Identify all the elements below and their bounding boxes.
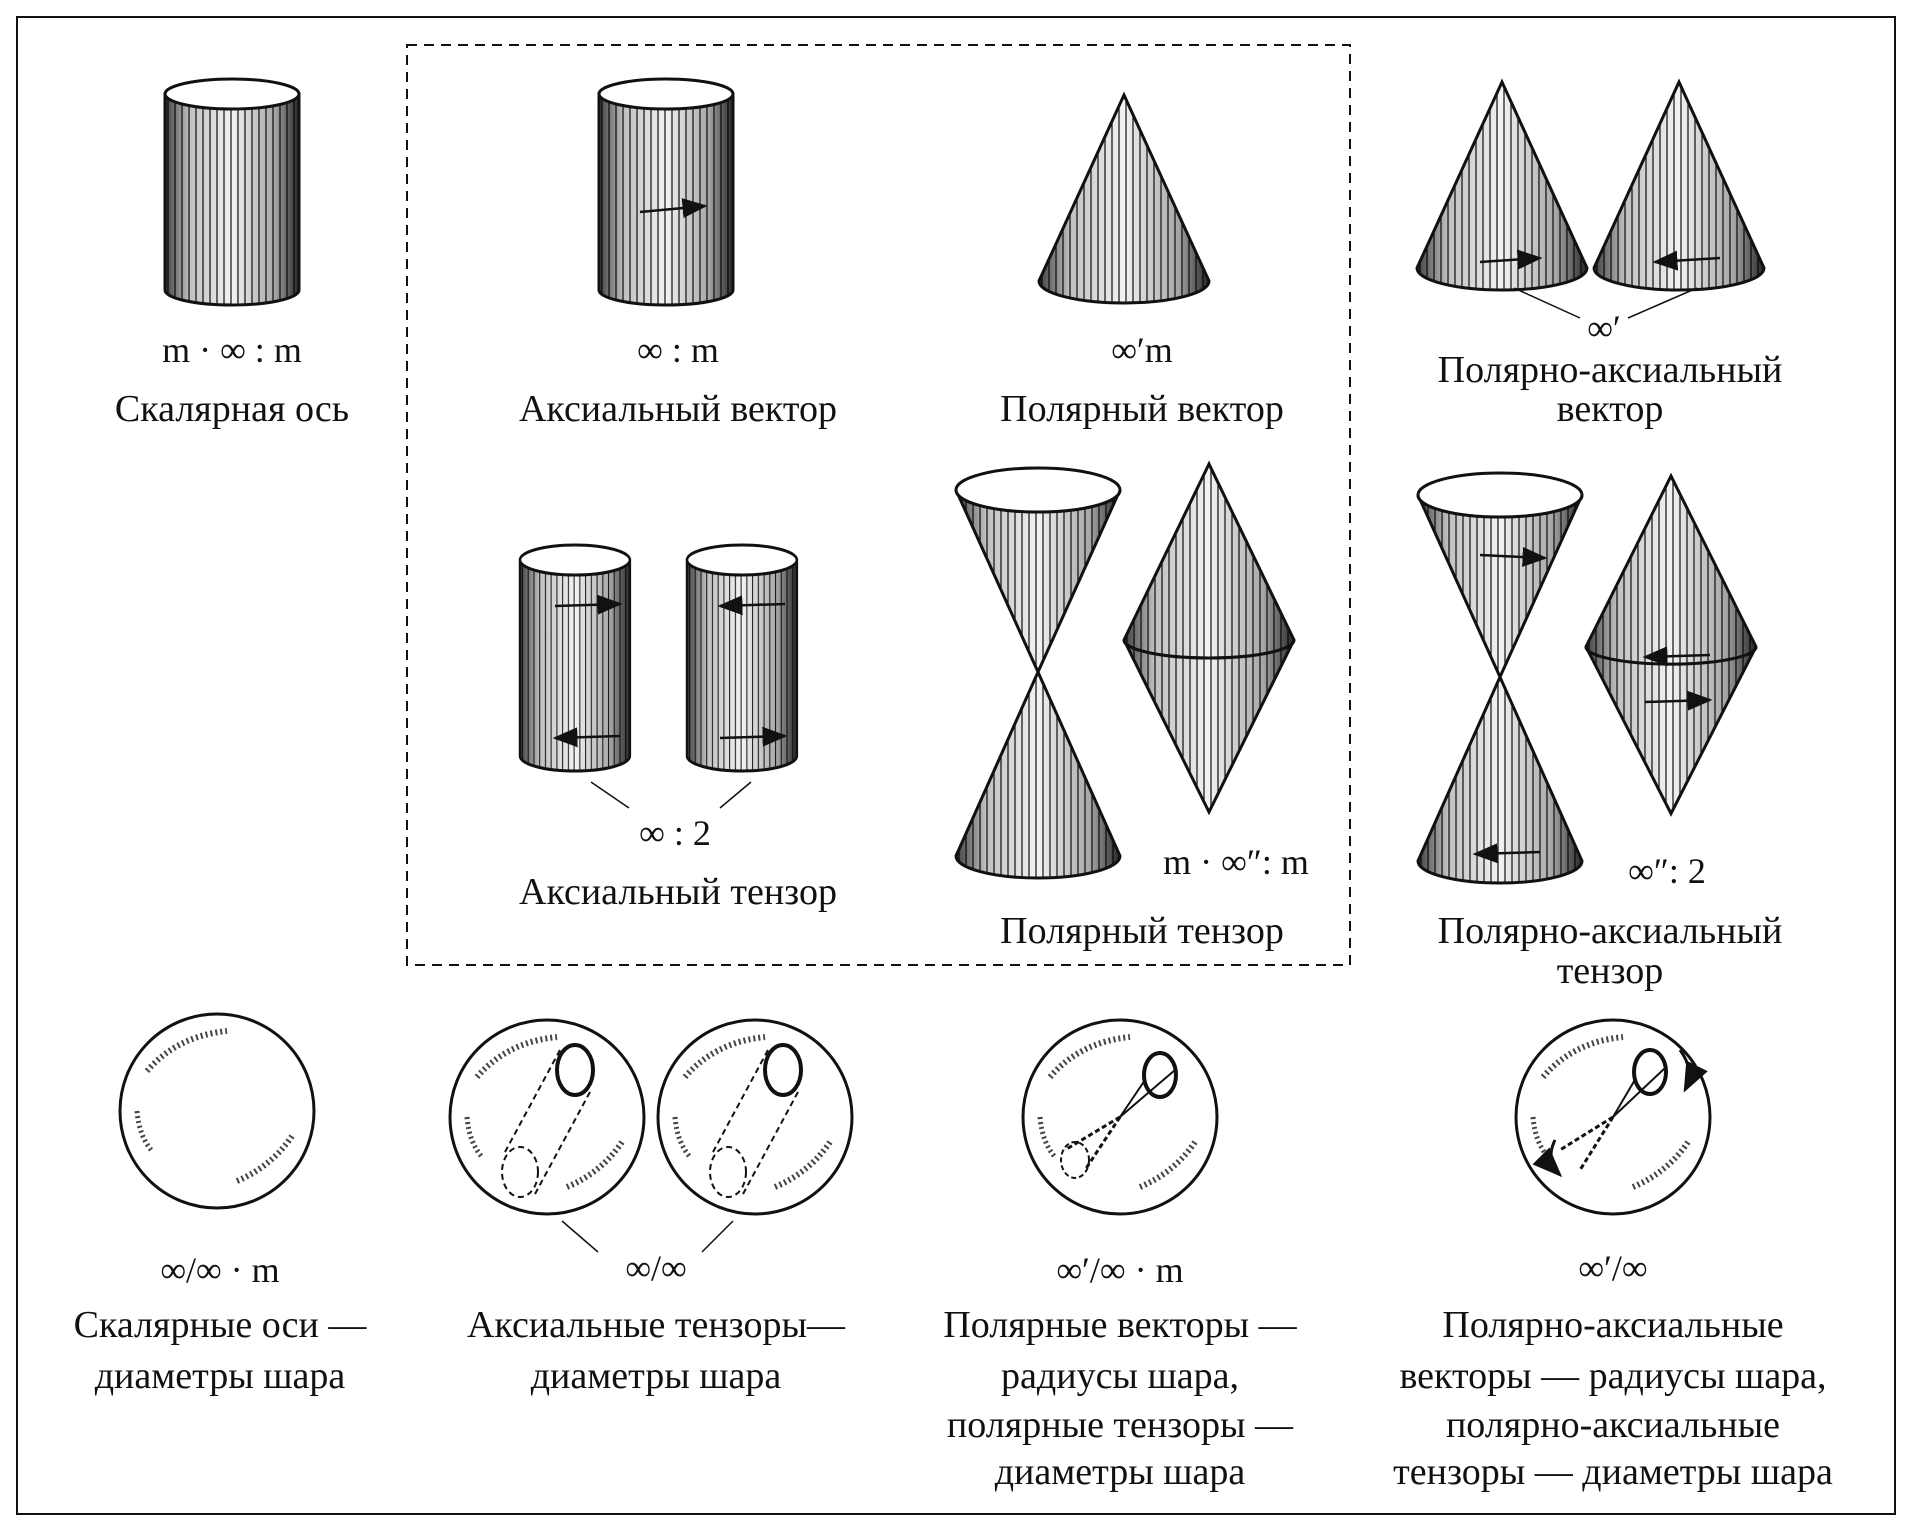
scalar-axis-label: Скалярная ось (115, 388, 349, 430)
axial-tensors-sphere-label-1: Аксиальные тензоры— (467, 1304, 846, 1346)
rotation-arrow-icon (639, 198, 708, 219)
axial-vector-figure: ∞ : m Аксиальный вектор (519, 77, 837, 430)
axial-tensors-sphere-label-2: диаметры шара (531, 1355, 782, 1397)
polar-axial-sphere-label-2: векторы — радиусы шара, (1399, 1355, 1826, 1397)
dashed-group-box (406, 44, 1351, 966)
axial-tensor-figure: ∞ : 2 Аксиальный тензор (518, 543, 837, 913)
polar-axial-tensor-label-1: Полярно-аксиальный (1438, 910, 1783, 952)
polar-tensor-label: Полярный тензор (1000, 910, 1284, 952)
polar-axial-vector-label-2: вектор (1557, 388, 1664, 430)
outer-frame (16, 16, 1896, 1515)
scalar-axes-sphere-label-2: диаметры шара (95, 1355, 346, 1397)
polar-vectors-sphere-figure: ∞′/∞ · m Полярные векторы — радиусы шара… (943, 1020, 1298, 1493)
polar-axial-vector-symbol: ∞′ (1587, 308, 1621, 348)
polar-vector-label: Полярный вектор (1000, 388, 1284, 430)
polar-vectors-sphere-label-3: полярные тензоры — (947, 1404, 1294, 1446)
axial-tensors-sphere-symbol: ∞/∞ (625, 1248, 686, 1288)
polar-axial-sphere-label-4: тензоры — диаметры шара (1393, 1451, 1833, 1493)
scalar-axes-sphere-symbol: ∞/∞ · m (160, 1250, 279, 1290)
polar-axial-vector-label-1: Полярно-аксиальный (1438, 349, 1783, 391)
polar-axial-tensor-figure: ∞″: 2 Полярно-аксиальный тензор (1416, 471, 1783, 992)
axial-tensor-symbol: ∞ : 2 (639, 813, 711, 853)
polar-tensor-symbol: m · ∞″: m (1163, 842, 1309, 882)
polar-vectors-sphere-label-1: Полярные векторы — (943, 1304, 1297, 1346)
polar-axial-tensor-symbol: ∞″: 2 (1628, 851, 1706, 891)
polar-vector-figure: ∞′m Полярный вектор (1000, 93, 1284, 430)
polar-axial-tensor-label-2: тензор (1557, 950, 1664, 992)
scalar-axis-figure: m · ∞ : m Скалярная ось (115, 77, 349, 430)
scalar-axes-sphere-label-1: Скалярные оси — (74, 1304, 368, 1346)
axial-tensors-sphere-figure: ∞/∞ Аксиальные тензоры— диаметры шара (450, 1020, 852, 1397)
polar-axial-sphere-symbol: ∞′/∞ (1578, 1248, 1647, 1288)
scalar-axis-symbol: m · ∞ : m (162, 330, 302, 370)
polar-axial-sphere-label-3: полярно-аксиальные (1446, 1404, 1780, 1446)
polar-axial-sphere-label-1: Полярно-аксиальные (1442, 1304, 1783, 1346)
polar-vectors-sphere-symbol: ∞′/∞ · m (1056, 1250, 1183, 1290)
axial-vector-symbol: ∞ : m (637, 330, 719, 370)
polar-vector-symbol: ∞′m (1111, 330, 1173, 370)
polar-vectors-sphere-label-2: радиусы шара, (1001, 1355, 1239, 1397)
polar-axial-sphere-figure: ∞′/∞ Полярно-аксиальные векторы — радиус… (1393, 1020, 1833, 1493)
polar-tensor-figure: m · ∞″: m Полярный тензор (954, 462, 1309, 952)
axial-tensor-label: Аксиальный тензор (519, 871, 837, 913)
scalar-axes-sphere-figure: ∞/∞ · m Скалярные оси — диаметры шара (74, 1014, 368, 1397)
axial-vector-label: Аксиальный вектор (519, 388, 837, 430)
polar-vectors-sphere-label-4: диаметры шара (995, 1451, 1246, 1493)
polar-axial-vector-figure: ∞′ Полярно-аксиальный вектор (1415, 80, 1783, 430)
